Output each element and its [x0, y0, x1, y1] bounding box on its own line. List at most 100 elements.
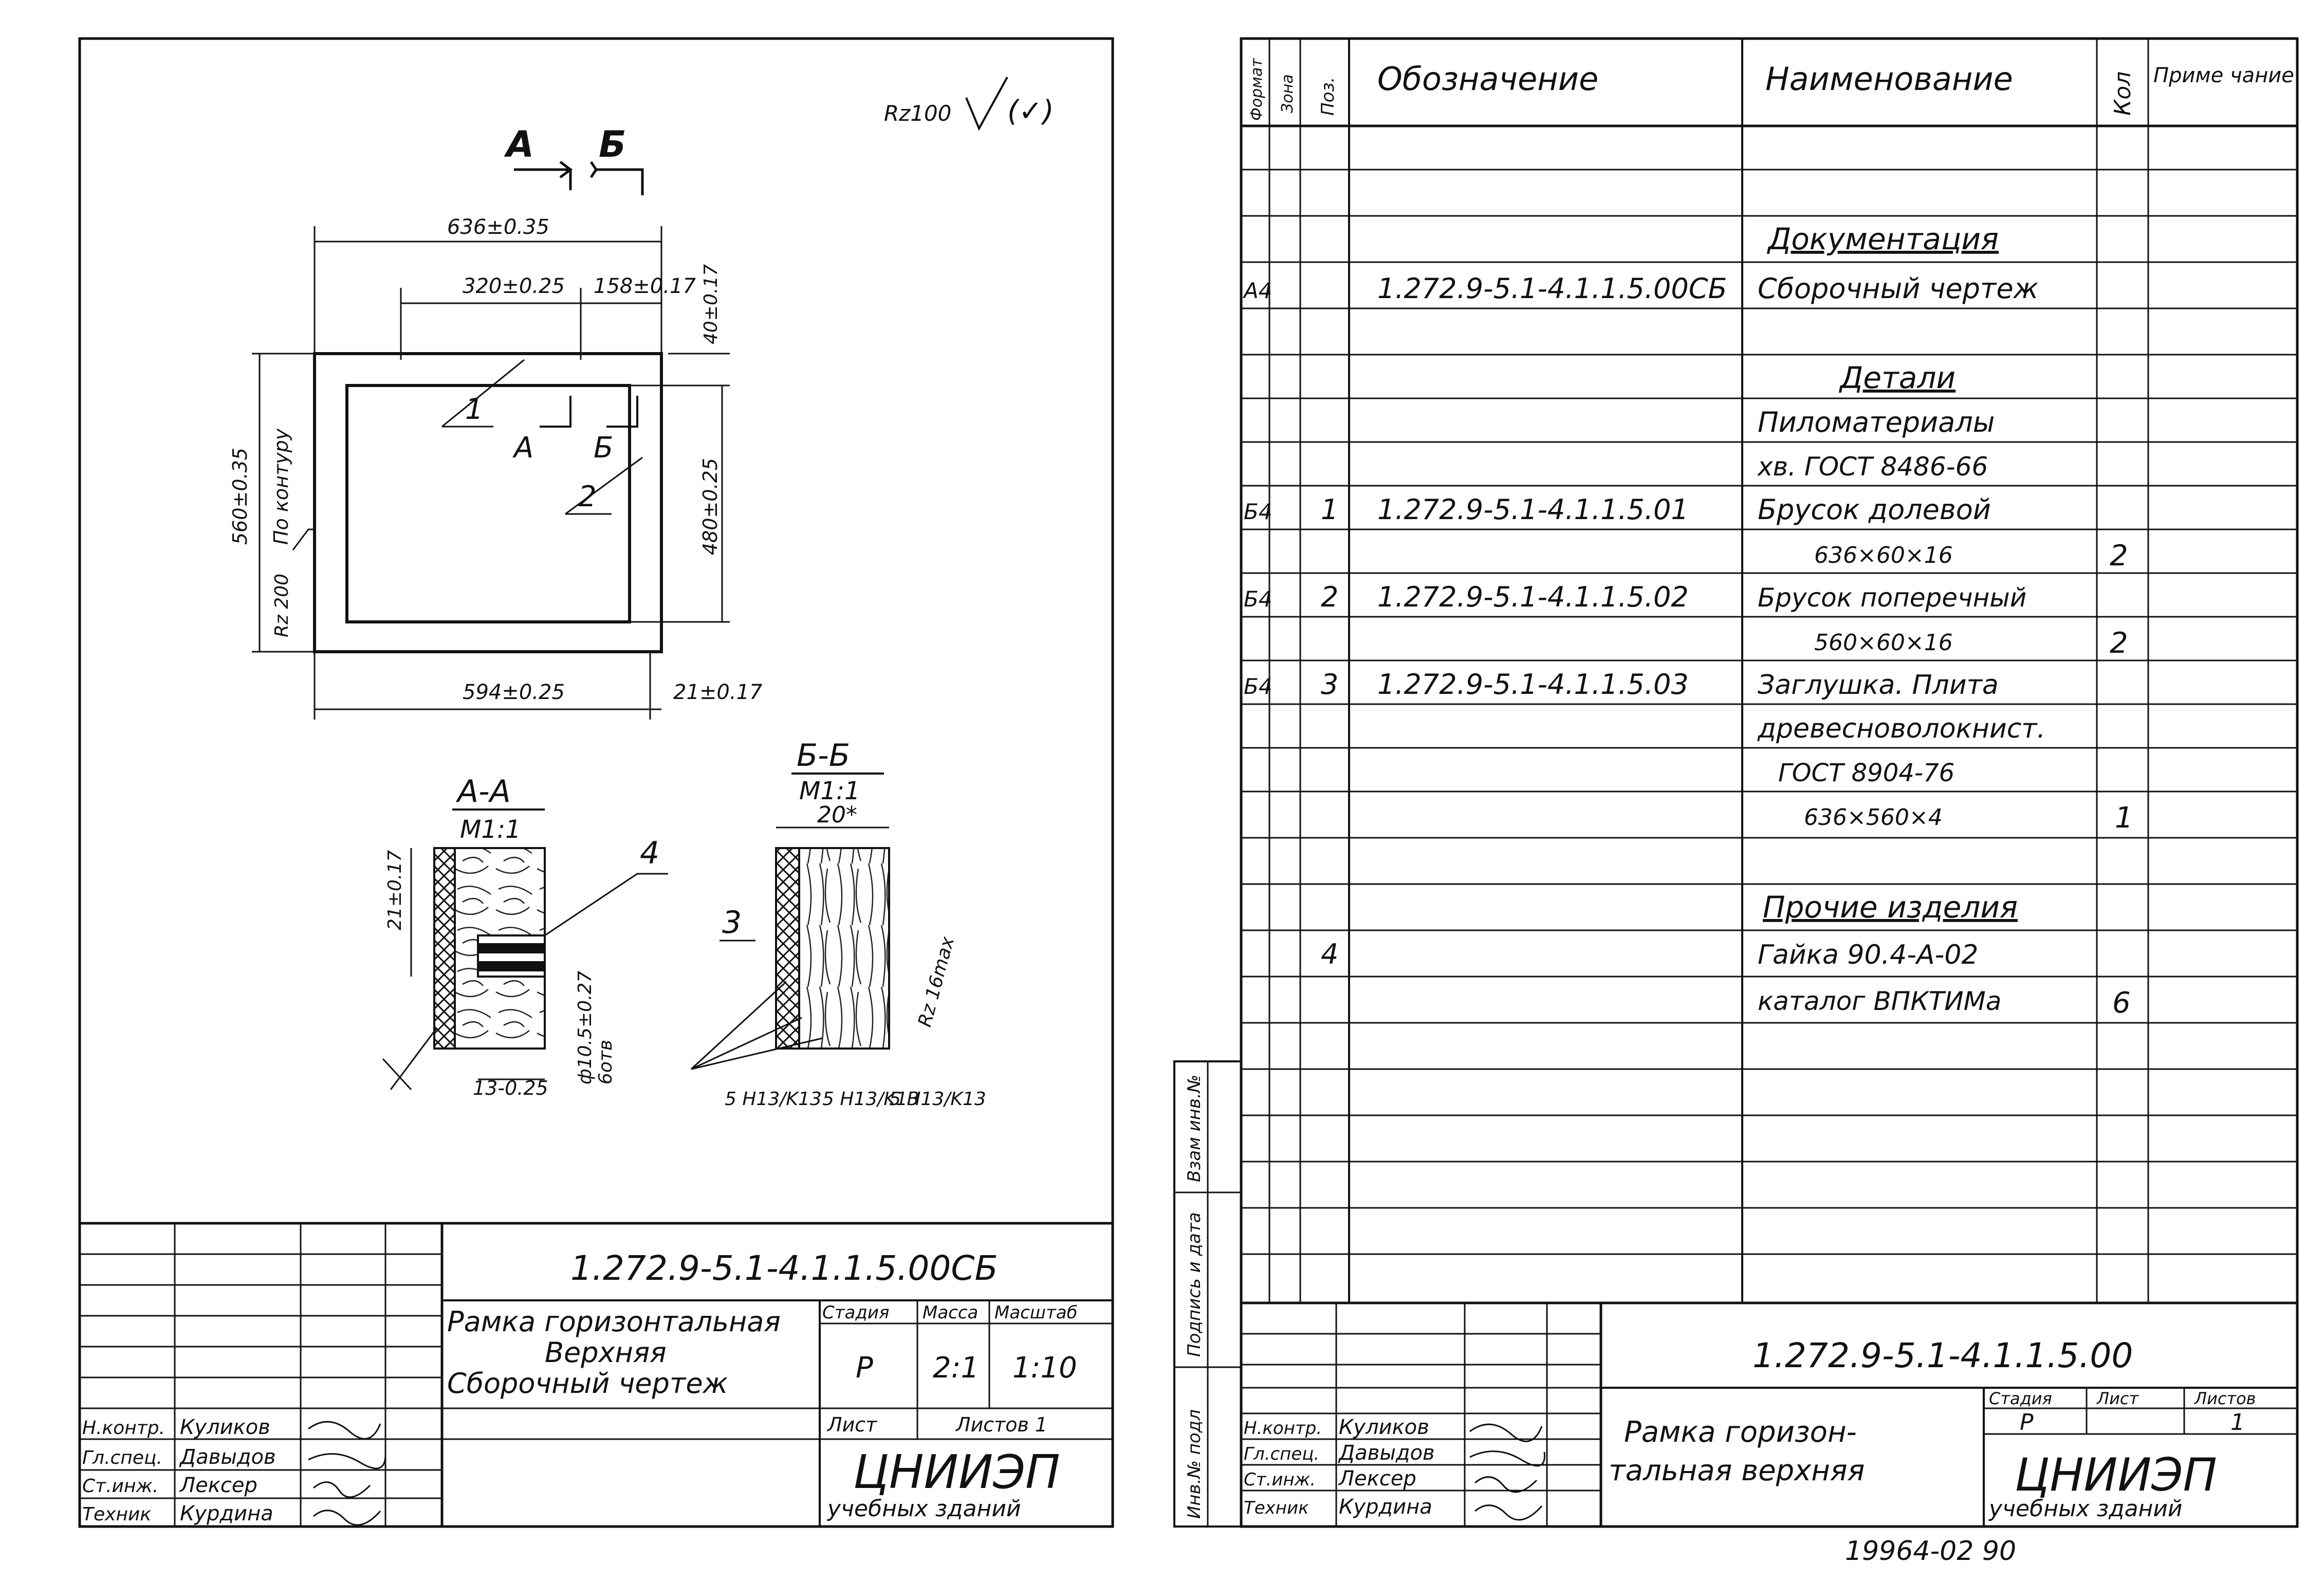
row-3-name: Пиломатериалы [1758, 406, 1995, 438]
right-signer-name-1: Давыдов [1338, 1441, 1435, 1465]
left-mass: 2:1 [933, 1351, 979, 1385]
row-8-qty: 2 [2110, 627, 2128, 660]
roughness-label: Rz100 [884, 101, 951, 126]
roughness-paren: (✓) [1007, 95, 1054, 128]
col-pos: Поз. [1318, 77, 1338, 116]
right-signer-role-3: Техник [1244, 1498, 1309, 1518]
left-sheets-label: Листов 1 [955, 1413, 1047, 1436]
section-bb-fit3: 5 H13/K13 [889, 1089, 986, 1110]
row-7-format: Б4 [1244, 586, 1272, 612]
left-doc-number: 1.272.9-5.1-4.1.1.5.00СБ [570, 1248, 998, 1288]
left-signer-role-3: Техник [82, 1504, 151, 1525]
row-6-qty: 2 [2110, 539, 2128, 573]
section-mark-a: А [504, 123, 534, 166]
row-7-name: Брусок поперечный [1758, 583, 2026, 613]
side-label-0: Инв.№ подл [1184, 1409, 1205, 1519]
col-format: Формат [1248, 58, 1266, 121]
frame-outline [313, 352, 663, 653]
left-mass-label: Масса [923, 1302, 978, 1323]
row-5-designation: 1.272.9-5.1-4.1.1.5.01 [1377, 493, 1689, 526]
callout-2: 2 [578, 480, 597, 513]
row-1-format: А4 [1242, 278, 1272, 303]
dim-inner-offset: 320±0.25 [463, 274, 565, 298]
section-bb-title: Б-Б [797, 738, 850, 774]
dim-top-offset: 40±0.17 [700, 264, 722, 344]
row-6-name: 636×60×16 [1814, 542, 1953, 568]
dim-right-offset: 158±0.17 [594, 274, 696, 298]
right-doc-number: 1.272.9-5.1-4.1.1.5.00 [1753, 1336, 2133, 1375]
col-zone: Зона [1279, 74, 1297, 113]
left-stage: Р [856, 1351, 873, 1385]
row-7-pos: 2 [1321, 581, 1338, 613]
left-signer-role-2: Ст.инж. [82, 1476, 158, 1497]
dim-bottom-right: 21±0.17 [673, 681, 763, 704]
side-label-2: Взам инв.№ [1184, 1075, 1205, 1182]
dim-rz: Rz 200 [271, 574, 292, 637]
row-1-designation: 1.272.9-5.1-4.1.1.5.00СБ [1377, 272, 1727, 305]
row-12-name: 636×560×4 [1804, 804, 1943, 831]
right-signers: Н.контр. Куликов Гл.спец. Давыдов Ст.инж… [1244, 1415, 1545, 1521]
side-stamp-strip: Инв.№ подл Подпись и дата Взам инв.№ [1173, 1060, 1242, 1528]
left-signer-role-1: Гл.спец. [82, 1447, 162, 1468]
callout-4: 4 [640, 835, 659, 871]
col-note: Приме чание [2153, 64, 2294, 87]
dim-overall-width: 636±0.35 [447, 215, 549, 239]
left-signature-scribbles [308, 1421, 386, 1526]
right-stage-label: Стадия [1989, 1389, 2052, 1408]
right-org-sub: учебных зданий [1988, 1496, 2183, 1522]
section-bb-scale: М1:1 [799, 777, 860, 805]
left-title-block: 1.272.9-5.1-4.1.1.5.00СБ Рамка горизонта… [80, 1222, 1113, 1527]
row-9-format: Б4 [1244, 674, 1272, 699]
section-bb-fit1: 5 H13/K13 [725, 1089, 822, 1110]
callout-b: Б [594, 431, 613, 465]
row-4-name: хв. ГОСТ 8486-66 [1757, 452, 1988, 482]
right-name-line2: тальная верхняя [1609, 1454, 1865, 1487]
right-sheets-label: Листов [2194, 1389, 2256, 1408]
row-15-qty: 6 [2112, 986, 2131, 1020]
col-designation: Обозначение [1377, 60, 1598, 98]
side-label-1: Подпись и дата [1184, 1212, 1205, 1357]
footer-number: 19964-02 90 [1845, 1536, 2016, 1567]
left-stage-label: Стадия [822, 1302, 889, 1323]
frame-inner [345, 384, 631, 623]
right-signer-role-1: Гл.спец. [1244, 1444, 1319, 1464]
row-10-name: древесноволокнист. [1757, 713, 2045, 744]
row-9-pos: 3 [1321, 668, 1338, 701]
section-aa-dim4: 6отв [595, 1040, 616, 1084]
spec-rows: Документация А4 1.272.9-5.1-4.1.1.5.00СБ… [1242, 222, 2133, 1020]
right-signer-role-0: Н.контр. [1244, 1418, 1322, 1439]
row-5-format: Б4 [1244, 499, 1272, 524]
right-title-block: 1.272.9-5.1-4.1.1.5.00 Рамка горизон- та… [1241, 1301, 2297, 1527]
left-signer-name-2: Лексер [179, 1474, 257, 1497]
left-name-line1: Рамка горизонтальная [447, 1306, 781, 1338]
row-5-name: Брусок долевой [1758, 493, 1991, 526]
dim-contour: По контуру [270, 428, 292, 545]
section-aa-title: А-А [455, 774, 511, 810]
left-name-line2: Верхняя [545, 1336, 667, 1369]
row-12-qty: 1 [2115, 801, 2133, 835]
right-sheet: Формат Зона Поз. Обозначение Наименовани… [1173, 37, 2299, 1567]
right-sheets: 1 [2230, 1409, 2245, 1436]
section-bb-rz: Rz 16max [914, 934, 958, 1030]
right-org: ЦНИИЭП [2015, 1448, 2217, 1501]
left-sheet-label: Лист [826, 1413, 878, 1436]
left-signers: Н.контр. Куликов Гл.спец. Давыдов Ст.инж… [82, 1415, 386, 1526]
right-stage: Р [2020, 1409, 2034, 1436]
section-aa-dim1: 21±0.17 [384, 850, 405, 930]
row-7-designation: 1.272.9-5.1-4.1.1.5.02 [1377, 581, 1689, 613]
row-9-designation: 1.272.9-5.1-4.1.1.5.03 [1377, 668, 1689, 701]
section-aa-scale: М1:1 [460, 815, 521, 844]
section-aa-dim3: ф10.5±0.27 [575, 971, 596, 1084]
spec-row-lines [1241, 169, 2297, 1255]
row-5-pos: 1 [1321, 493, 1338, 526]
left-scale: 1:10 [1012, 1351, 1077, 1385]
right-sheet-label: Лист [2096, 1389, 2139, 1408]
left-signer-role-0: Н.контр. [82, 1418, 165, 1439]
row-9-name: Заглушка. Плита [1758, 670, 1999, 701]
callout-a: А [512, 431, 533, 465]
left-org: ЦНИИЭП [853, 1445, 1060, 1499]
right-signer-name-2: Лексер [1338, 1467, 1416, 1491]
right-signer-name-0: Куликов [1339, 1415, 1429, 1439]
row-8-name: 560×60×16 [1814, 630, 1953, 656]
